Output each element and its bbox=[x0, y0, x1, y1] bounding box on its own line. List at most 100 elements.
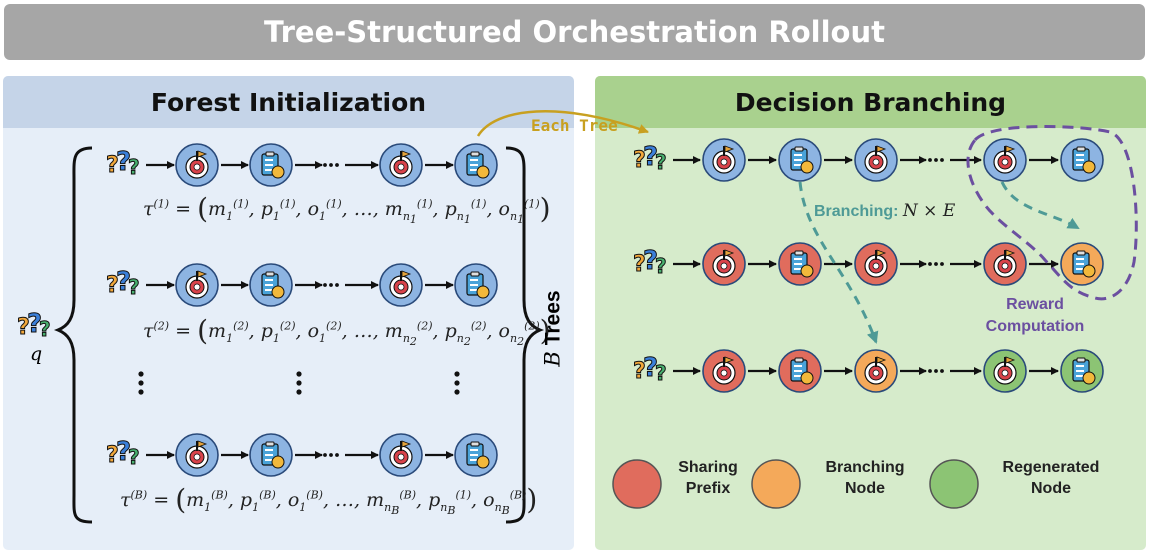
reward-computation-outline bbox=[966, 125, 1138, 301]
legend-line1: Branching bbox=[825, 459, 905, 476]
target-node bbox=[854, 242, 898, 286]
question-icon bbox=[632, 143, 668, 173]
target-node bbox=[175, 263, 219, 307]
right-tree-row bbox=[632, 242, 1104, 286]
legend-swatch bbox=[612, 459, 662, 509]
target-node bbox=[379, 263, 423, 307]
panel-title-decision-branching: Decision Branching bbox=[595, 76, 1146, 128]
b-trees-label: B Trees bbox=[535, 290, 575, 376]
ellipsis-icon bbox=[928, 158, 944, 162]
clipboard-icon bbox=[466, 441, 490, 469]
clipboard-icon bbox=[466, 271, 490, 299]
clipboard-node bbox=[249, 433, 293, 477]
target-node bbox=[175, 433, 219, 477]
target-node bbox=[854, 138, 898, 182]
target-node bbox=[983, 242, 1027, 286]
ellipsis-icon bbox=[323, 453, 339, 457]
ellipsis-icon bbox=[928, 262, 944, 266]
each-tree-label: Each Tree bbox=[531, 116, 618, 135]
legend-branching-node-label: Branching Node bbox=[810, 457, 920, 499]
legend-line1: Sharing bbox=[678, 459, 738, 476]
target-node bbox=[983, 138, 1027, 182]
branching-arrow-2 bbox=[1000, 181, 1080, 230]
question-icon bbox=[105, 438, 141, 468]
clipboard-icon bbox=[1072, 357, 1096, 385]
question-icon bbox=[632, 354, 668, 384]
clipboard-node bbox=[778, 138, 822, 182]
target-node bbox=[983, 349, 1027, 393]
formula-tau: τ bbox=[120, 489, 131, 511]
question-icon bbox=[632, 247, 668, 277]
ellipsis-icon bbox=[323, 163, 339, 167]
clipboard-node bbox=[778, 349, 822, 393]
target-node bbox=[854, 349, 898, 393]
legend-line2: Prefix bbox=[685, 480, 731, 497]
clipboard-icon bbox=[790, 146, 814, 174]
left-tree-row bbox=[105, 433, 498, 477]
target-node bbox=[702, 138, 746, 182]
clipboard-icon bbox=[1072, 250, 1096, 278]
clipboard-icon bbox=[261, 271, 285, 299]
clipboard-icon bbox=[261, 441, 285, 469]
legend-sharing-prefix-label: Sharing Prefix bbox=[668, 457, 748, 499]
each-tree-arrow bbox=[476, 110, 649, 137]
formula-tree-b: τ(B) = (m1(B), p1(B), o1(B), …, mnB(B), … bbox=[120, 483, 538, 517]
panel-title-forest-initialization: Forest Initialization bbox=[3, 76, 574, 128]
left-brace bbox=[53, 146, 93, 524]
reward-label-line2: Computation bbox=[985, 318, 1085, 335]
reward-computation-label: Reward Computation bbox=[975, 294, 1095, 338]
question-icon bbox=[105, 268, 141, 298]
right-brace bbox=[505, 146, 545, 524]
left-tree-row bbox=[105, 143, 498, 187]
clipboard-icon bbox=[1072, 146, 1096, 174]
right-tree-row bbox=[632, 138, 1104, 182]
clipboard-node bbox=[1060, 349, 1104, 393]
formula-tree-1: τ(1) = (m1(1), p1(1), o1(1), …, mn1(1), … bbox=[143, 192, 551, 226]
formula-tau: τ bbox=[143, 320, 154, 342]
clipboard-node bbox=[1060, 138, 1104, 182]
formula-tree-2: τ(2) = (m1(2), p1(2), o1(2), …, mn2(2), … bbox=[143, 314, 551, 348]
clipboard-icon bbox=[466, 151, 490, 179]
ellipsis-icon bbox=[928, 369, 944, 373]
formula-tau: τ bbox=[143, 198, 154, 220]
clipboard-node bbox=[454, 433, 498, 477]
clipboard-node bbox=[454, 263, 498, 307]
legend-line2: Node bbox=[845, 480, 885, 497]
branching-formula: N × E bbox=[902, 201, 956, 221]
legend-regenerated-node-label: Regenerated Node bbox=[986, 457, 1116, 499]
clipboard-node bbox=[249, 143, 293, 187]
legend-line1: Regenerated bbox=[1002, 459, 1100, 476]
target-node bbox=[379, 143, 423, 187]
question-icon bbox=[16, 310, 52, 340]
clipboard-icon bbox=[261, 151, 285, 179]
page-title: Tree-Structured Orchestration Rollout bbox=[4, 4, 1145, 60]
reward-label-line1: Reward bbox=[1006, 296, 1064, 313]
branching-label-text: Branching: bbox=[814, 203, 899, 220]
target-node bbox=[702, 349, 746, 393]
trees-label-word: Trees bbox=[541, 290, 565, 346]
formula-tau-sup: (2) bbox=[153, 319, 170, 333]
ellipsis-icon bbox=[323, 283, 339, 287]
clipboard-icon bbox=[790, 250, 814, 278]
clipboard-icon bbox=[790, 357, 814, 385]
vertical-ellipsis-icon bbox=[138, 371, 460, 395]
target-node bbox=[379, 433, 423, 477]
clipboard-node bbox=[454, 143, 498, 187]
left-tree-row bbox=[105, 263, 498, 307]
target-node bbox=[702, 242, 746, 286]
legend-swatch bbox=[751, 459, 801, 509]
legend-line2: Node bbox=[1031, 480, 1071, 497]
query-label: q bbox=[30, 343, 43, 365]
legend-swatch bbox=[929, 459, 979, 509]
right-tree-row bbox=[632, 349, 1104, 393]
target-node bbox=[175, 143, 219, 187]
branching-label: Branching: N × E bbox=[814, 201, 955, 221]
clipboard-node bbox=[1060, 242, 1104, 286]
trees-label-var: B bbox=[540, 351, 565, 367]
formula-tau-sup: (B) bbox=[130, 488, 148, 502]
clipboard-node bbox=[778, 242, 822, 286]
clipboard-node bbox=[249, 263, 293, 307]
formula-tau-sup: (1) bbox=[153, 197, 170, 211]
branching-arrow-1 bbox=[798, 181, 879, 344]
